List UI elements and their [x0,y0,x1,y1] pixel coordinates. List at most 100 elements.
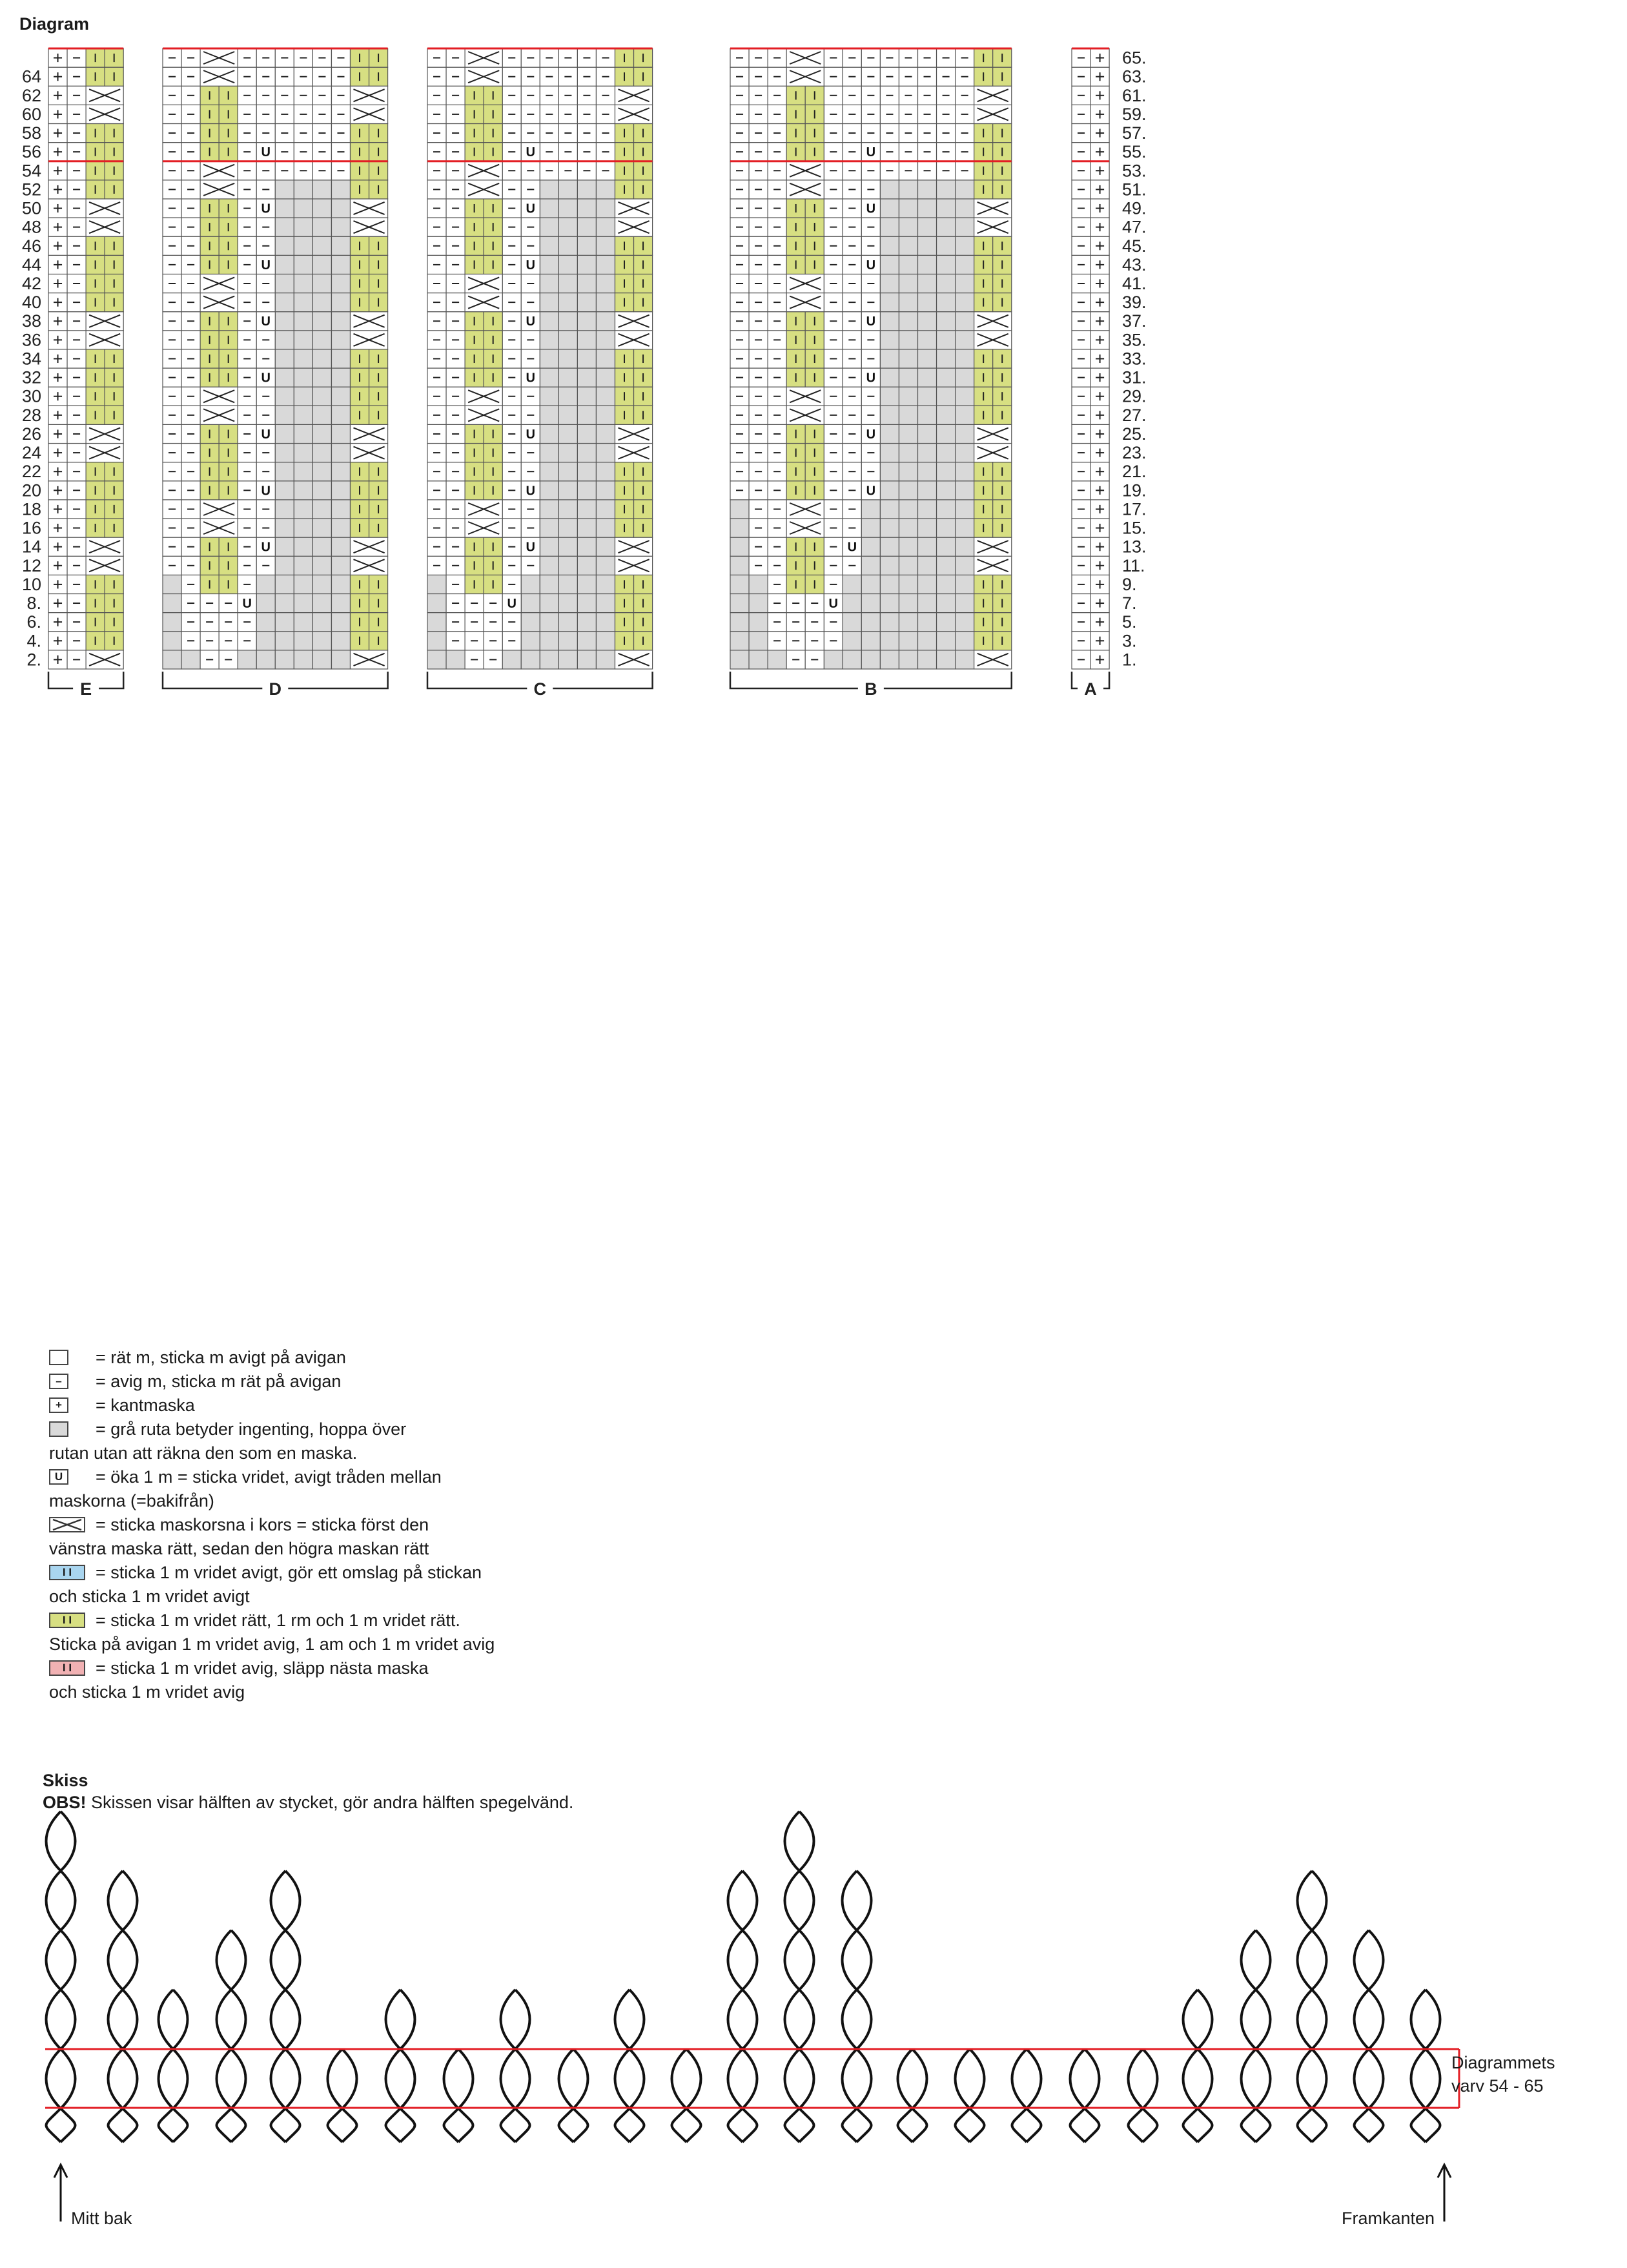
chart-cell [954,462,975,482]
chart-cell [539,273,559,294]
row-number: 53. [1122,161,1147,180]
chart-cell [1090,85,1110,105]
chart-cell [879,292,900,313]
chart-cell [256,612,276,632]
row-number: 21. [1122,462,1147,481]
chart-cell [539,593,559,613]
chart-cell [861,537,881,557]
chart-cell [936,442,956,463]
chart-cell [274,480,294,500]
chart-cell [917,480,937,500]
chart-cell [502,555,522,575]
chart-cell [256,424,276,444]
chart-cell [936,330,956,350]
cross-glyph [88,446,121,460]
chart-cell [256,367,276,387]
chart-cell [861,593,881,613]
chart-cell [595,650,616,670]
chart-cell [312,499,333,519]
chart-cell [539,537,559,557]
row-number: 22 [22,462,41,481]
chart-cell [879,574,900,595]
chart-cell [730,518,750,538]
chart-cell [595,217,616,237]
chart-cell [577,650,597,670]
cross-glyph [618,220,650,234]
chart-cell [274,574,294,595]
row-number: 60 [22,105,41,124]
chart-cell [293,217,314,237]
panel-bracket [1070,671,1110,690]
increase-glyph: U [261,145,271,160]
chart-cell [595,574,616,595]
sketch-cable [215,1929,247,2143]
sketch-note: OBS! Skissen visar hälften av stycket, g… [43,1793,574,1812]
chart-cell [162,48,182,68]
chart-cell [331,405,351,426]
chart-cell [861,254,881,275]
chart-cell [954,442,975,463]
chart-cell [842,631,862,651]
sketch-label-rows: Diagrammets varv 54 - 65 [1451,2053,1555,2096]
row-number: 56 [22,142,41,161]
cross-glyph [618,107,650,121]
row-number: 19. [1122,480,1147,500]
chart-cell [917,236,937,256]
chart-cell [520,198,540,218]
chart-cell [349,180,370,200]
row-number: 27. [1122,406,1147,425]
chart-cell [917,593,937,613]
sketch-label-center-back: Mitt bak [71,2209,132,2228]
row-number: 20 [22,480,41,500]
sketch-cable [1069,2048,1101,2143]
chart-cell [917,254,937,275]
chart-cell [954,292,975,313]
chart-cell [879,480,900,500]
chart-cell [730,650,750,670]
chart-cell [331,217,351,237]
chart-cell [162,650,182,670]
chart-cell [577,480,597,500]
cross-cell [349,555,389,575]
cross-glyph [467,51,500,65]
chart-cell [879,180,900,200]
chart-cell [274,405,294,426]
chart-cell [936,311,956,331]
chart-cell [879,405,900,426]
chart-cell [293,180,314,200]
chart-cell [256,631,276,651]
chart-cell [293,612,314,632]
chart-cell [879,650,900,670]
row-number: 54 [22,161,41,180]
row-number: 37. [1122,311,1147,331]
chart-cell [936,217,956,237]
chart-cell [954,198,975,218]
chart-cell [274,424,294,444]
sketch-cable [783,1810,815,2143]
chart-cell [1090,217,1110,237]
cross-glyph [353,314,385,328]
chart-cell [539,424,559,444]
chart-cell [861,499,881,519]
chart-cell [577,198,597,218]
cross-glyph [353,333,385,347]
sketch-cable [442,2048,475,2143]
chart-cell [331,631,351,651]
chart-cell [368,612,389,632]
chart-cell [274,631,294,651]
row-number: 63. [1122,67,1147,87]
sketch-cable [1409,1988,1442,2143]
row-number: 52 [22,180,41,199]
chart-cell [954,330,975,350]
chart-cell [936,349,956,369]
row-number: 50 [22,199,41,218]
chart-cell [879,273,900,294]
chart-cell [558,367,578,387]
knitting-chart: UUUUUUUUUUUUUUUUUUUUUUUUUUU6462605856545… [22,47,1147,699]
chart-cell [898,537,919,557]
increase-glyph: U [866,428,875,442]
chart-cell [256,593,276,613]
sketch-header: Skiss OBS! Skissen visar hälften av styc… [43,1769,573,1813]
chart-cell [954,367,975,387]
chart-cell [274,462,294,482]
